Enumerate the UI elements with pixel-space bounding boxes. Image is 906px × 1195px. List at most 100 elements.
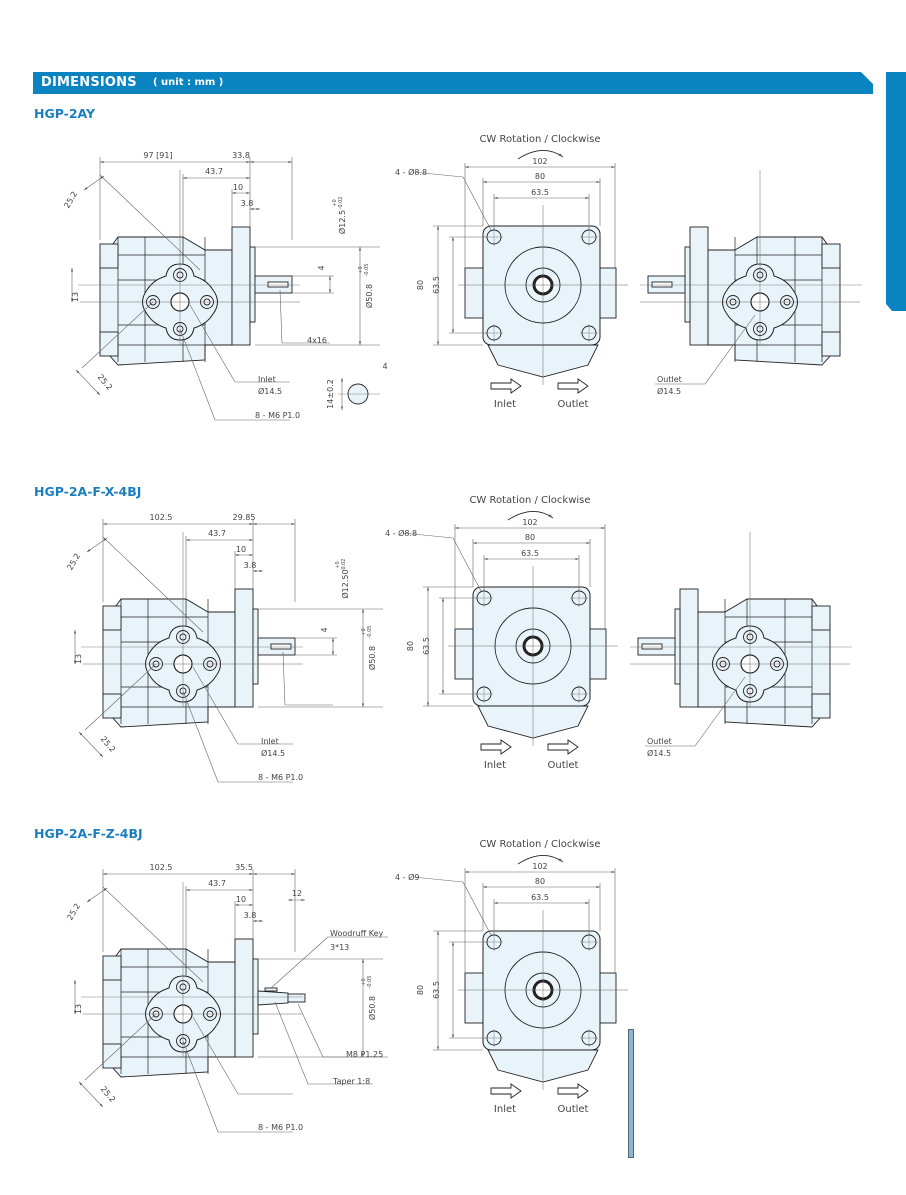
port-boss: [102, 605, 122, 631]
pilot: [252, 608, 259, 685]
key-slot: [651, 281, 673, 288]
tol-shaft-upper: +0: [335, 561, 341, 568]
dim-shaft-diameter: Ø12.50: [340, 569, 350, 598]
label-inlet-flow: Inlet: [494, 399, 516, 410]
dim-diagonal-top: 25.2: [65, 902, 82, 922]
scroll-indicator-bar: [628, 1029, 634, 1158]
port-boss: [102, 693, 122, 719]
tol-pilot-lower: -0.05: [367, 976, 373, 989]
label-rotation: CW Rotation / Clockwise: [479, 839, 600, 850]
header-title: DIMENSIONS: [41, 75, 137, 90]
label-woodruff-key: Woodruff Key: [330, 929, 383, 938]
dim-width-63-5: 63.5: [531, 893, 549, 902]
dim-pilot-depth: 3.8: [244, 911, 257, 920]
dimension-line: [78, 731, 104, 758]
dim-key-width: 4: [320, 627, 329, 632]
port-boss: [811, 693, 831, 719]
port-boss: [99, 331, 119, 357]
mount-flange: [689, 226, 709, 346]
dim-flange-position: 43.7: [205, 167, 223, 176]
mount-flange: [231, 226, 251, 346]
dim-flange-position: 43.7: [208, 879, 226, 888]
dim-diagonal-top: 25.2: [65, 552, 82, 572]
label-bolt-thread: 8 - M6 P1.0: [255, 411, 300, 420]
rotation-arrow-icon: [517, 855, 564, 865]
key-slot: [641, 643, 663, 650]
tapered-shaft: [257, 990, 289, 1006]
model-title-hgp-2a-f-x-4bj: HGP-2A-F-X-4BJ: [34, 484, 142, 499]
label-mounting-holes: 4 - Ø8.8: [385, 528, 417, 538]
label-inlet-diameter: Ø14.5: [258, 386, 282, 396]
mount-flange: [234, 938, 254, 1058]
dim-pilot-diameter: Ø50.8: [367, 996, 377, 1020]
dim-port-offset: 13: [74, 1004, 83, 1014]
dim-height-80: 80: [416, 985, 425, 995]
inlet-arrow-icon: [490, 1083, 522, 1099]
dim-pilot-diameter: Ø50.8: [364, 284, 374, 308]
key-slot: [270, 643, 292, 650]
mount-flange: [234, 588, 254, 708]
side-port-right: [599, 267, 617, 319]
label-inlet-flow: Inlet: [494, 1104, 516, 1115]
dim-key-width: 4: [317, 265, 326, 270]
dim-flange-width: 10: [233, 183, 243, 192]
dim-port-offset: 13: [74, 654, 83, 664]
label-inlet-diameter: Ø14.5: [261, 748, 285, 758]
label-rotation: CW Rotation / Clockwise: [479, 134, 600, 145]
dim-width-63-5: 63.5: [521, 549, 539, 558]
dim-width-102: 102: [522, 518, 537, 527]
port-boss: [811, 605, 831, 631]
label-rear-outlet-diameter: Ø14.5: [647, 748, 671, 758]
label-bolt-thread: 8 - M6 P1.0: [258, 1123, 303, 1132]
dim-shaft-length: 33.8: [232, 151, 250, 160]
label-mounting-holes: 4 - Ø9: [395, 872, 419, 882]
dim-pilot-depth: 3.8: [244, 561, 257, 570]
dim-thread-length: 12: [292, 889, 302, 898]
label-inlet: Inlet: [261, 737, 279, 746]
dim-diagonal-top: 25.2: [62, 190, 79, 210]
dim-flange-width: 10: [236, 545, 246, 554]
dim-pilot-diameter: Ø50.8: [367, 646, 377, 670]
threaded-end: [287, 993, 306, 1003]
dim-width-102: 102: [532, 862, 547, 871]
pilot: [674, 608, 681, 685]
tol-pilot-upper: +0: [361, 978, 367, 985]
tol-pilot-lower: -0.05: [367, 626, 373, 639]
model-title-hgp-2a-f-z-4bj: HGP-2A-F-Z-4BJ: [34, 826, 143, 841]
tol-pilot-lower: -0.05: [364, 264, 370, 277]
woodruff-key: [264, 987, 278, 992]
dimension-line: [75, 369, 101, 396]
dim-flange-width: 10: [236, 895, 246, 904]
tol-shaft-upper: +0: [332, 199, 338, 206]
dim-width-80: 80: [535, 877, 545, 886]
label-bolt-thread: 8 - M6 P1.0: [258, 773, 303, 782]
rear-view: [630, 532, 852, 728]
front-view: CW Rotation / Clockwise 4 - Ø9 102 80 63.5 80…: [395, 839, 628, 1115]
dim-height-63-5: 63.5: [422, 637, 431, 655]
port-boss: [821, 331, 841, 357]
dim-overall-length: 102.5: [150, 513, 173, 522]
outlet-arrow-icon: [547, 739, 579, 755]
pilot: [684, 246, 691, 323]
side-port-left: [454, 628, 474, 680]
label-inlet-flow: Inlet: [484, 760, 506, 771]
label-outlet-flow: Outlet: [558, 1104, 589, 1115]
dim-height-80: 80: [406, 641, 415, 651]
port-boss: [99, 243, 119, 269]
port-boss: [102, 1043, 122, 1069]
header-unit: ( unit : mm ): [153, 77, 224, 88]
tol-shaft-lower: -0.02: [341, 559, 347, 572]
dimension-line: [78, 1081, 104, 1108]
side-port-left: [464, 972, 484, 1024]
rotation-arrow-icon: [507, 511, 554, 521]
label-taper: Taper 1:8: [332, 1077, 370, 1086]
port-boss: [821, 243, 841, 269]
dim-diagonal-bottom: 25.2: [99, 735, 117, 754]
outlet-arrow-icon: [557, 378, 589, 394]
dimension-line: [86, 537, 108, 553]
